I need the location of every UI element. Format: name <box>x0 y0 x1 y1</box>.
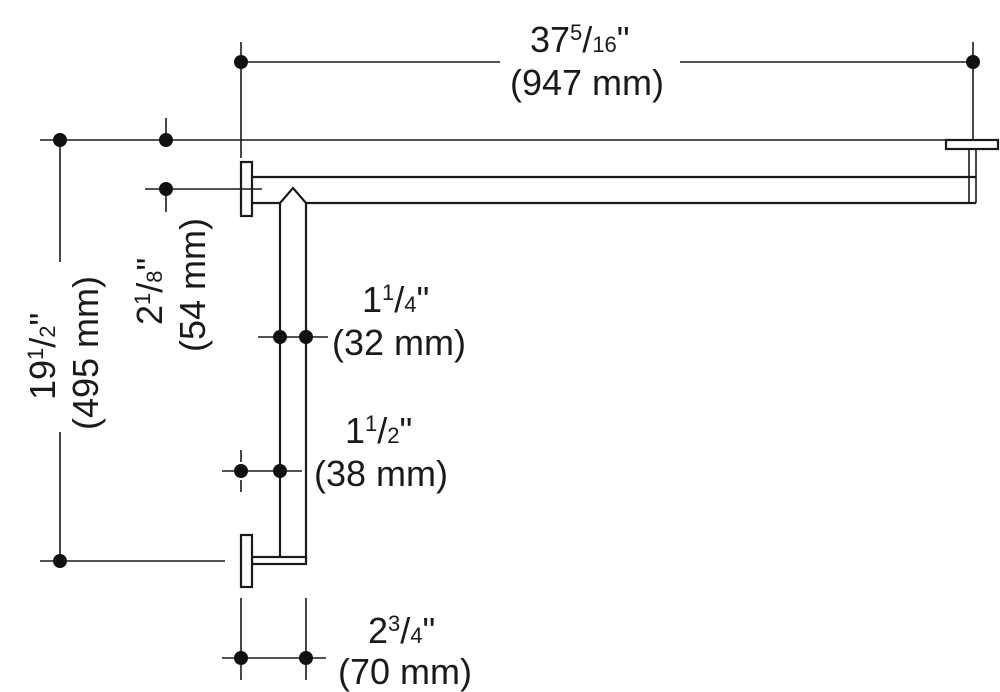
bottom-left-flange <box>239 533 254 589</box>
clearance-dimension: 11/2" (38 mm) <box>222 410 448 494</box>
overall-width-metric: (947 mm) <box>510 62 664 103</box>
dimension-dot <box>299 330 313 344</box>
projection-metric: (54 mm) <box>172 218 213 352</box>
dimension-dot <box>234 55 248 69</box>
flange-depth-dimension: 23/4" (70 mm) <box>222 598 472 692</box>
dimension-dot <box>53 554 67 568</box>
vertical-bar <box>278 186 308 560</box>
projection-dimension: 21/8" (54 mm) <box>129 118 262 352</box>
dimension-dot <box>234 464 248 478</box>
dimension-dot <box>966 55 980 69</box>
right-wall-flange <box>944 138 1000 151</box>
bar-diameter-imperial: 11/4" <box>362 279 429 320</box>
dimension-dot <box>273 464 287 478</box>
dimension-dot <box>273 330 287 344</box>
bar-diameter-dimension: 11/4" (32 mm) <box>258 279 466 363</box>
bar-diameter-metric: (32 mm) <box>332 322 466 363</box>
grab-bar-outline <box>239 138 1000 589</box>
clearance-metric: (38 mm) <box>314 453 448 494</box>
overall-height-imperial: 191/2" <box>22 313 63 400</box>
flange-depth-imperial: 23/4" <box>368 610 435 651</box>
projection-imperial: 21/8" <box>129 258 170 325</box>
flange-depth-metric: (70 mm) <box>338 651 472 692</box>
overall-width-imperial: 375/16" <box>530 19 630 60</box>
bottom-foot <box>250 555 308 566</box>
dimension-dot <box>234 651 248 665</box>
overall-height-metric: (495 mm) <box>65 276 106 430</box>
overall-height-dimension: 191/2" (495 mm) <box>22 133 946 568</box>
clearance-imperial: 11/2" <box>345 410 412 451</box>
dimension-dot <box>159 133 173 147</box>
dimension-dot <box>53 133 67 147</box>
overall-width-dimension: 375/16" (947 mm) <box>234 19 980 158</box>
dimension-dot <box>299 651 313 665</box>
dimension-dot <box>159 182 173 196</box>
